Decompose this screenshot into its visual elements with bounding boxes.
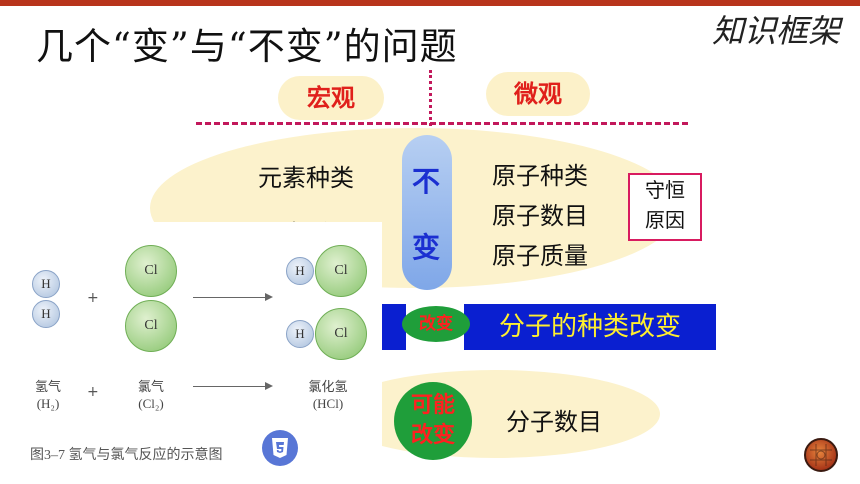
cl-atom: Cl <box>315 245 367 297</box>
reaction-arrow <box>193 297 265 298</box>
formula-cl2: (Cl₂) <box>138 396 164 411</box>
section-tag: 知识框架 <box>712 12 841 50</box>
unchanged-char-2: 变 <box>412 231 441 264</box>
plus-sign: + <box>87 384 99 400</box>
arrow-head-icon <box>265 293 273 301</box>
unchanged-char-1: 不 <box>412 165 441 198</box>
micro-pill: 微观 <box>486 72 590 116</box>
pattern-icon <box>810 444 832 466</box>
maybe-line-2: 改变 <box>410 423 455 448</box>
arrow-head-icon <box>265 382 273 390</box>
plus-sign: + <box>87 290 99 306</box>
molecule-change-band: 分子的种类改变 <box>464 304 716 350</box>
figure-caption: 图3–7 氢气与氯气反应的示意图 <box>30 448 223 463</box>
h-atom: H <box>286 257 314 285</box>
title-accent-bar <box>0 0 860 6</box>
formula-h2: (H₂) <box>36 396 60 411</box>
changed-badge: 改变 <box>402 306 470 342</box>
cl-atom: Cl <box>315 308 367 360</box>
conservation-reason-box: 守恒 原因 <box>628 173 702 241</box>
maybe-line-1: 可能 <box>410 393 455 418</box>
unchanged-oval <box>402 135 452 290</box>
atom-count: 原子数目 <box>492 202 588 230</box>
next-slide-button[interactable] <box>804 438 838 472</box>
reason-line-2: 原因 <box>645 208 685 232</box>
formula-hcl: (HCl) <box>312 396 344 411</box>
html5-badge-icon[interactable] <box>262 430 298 466</box>
reaction-arrow <box>193 386 265 387</box>
atom-kind: 原子种类 <box>492 162 588 190</box>
label-h2: 氢气 <box>34 379 61 394</box>
shield-icon <box>272 438 288 458</box>
cl-atom: Cl <box>125 245 177 297</box>
atom-mass: 原子质量 <box>492 242 588 270</box>
divider-vertical <box>429 70 432 180</box>
maybe-changed-badge: 可能 改变 <box>394 382 472 460</box>
element-kind: 元素种类 <box>258 164 354 192</box>
reason-line-1: 守恒 <box>645 178 685 202</box>
page-title: 几个“变”与“不变”的问题 <box>36 25 458 68</box>
cl-atom: Cl <box>125 300 177 352</box>
h-atom: H <box>32 300 60 328</box>
label-hcl: 氯化氢 <box>308 379 348 394</box>
h-atom: H <box>32 270 60 298</box>
h-atom: H <box>286 320 314 348</box>
molecule-count: 分子数目 <box>506 408 602 436</box>
macro-pill: 宏观 <box>278 76 384 120</box>
label-cl2: 氯气 <box>137 379 164 394</box>
maybe-changed-ellipse <box>330 370 660 458</box>
divider-horizontal <box>196 122 688 125</box>
